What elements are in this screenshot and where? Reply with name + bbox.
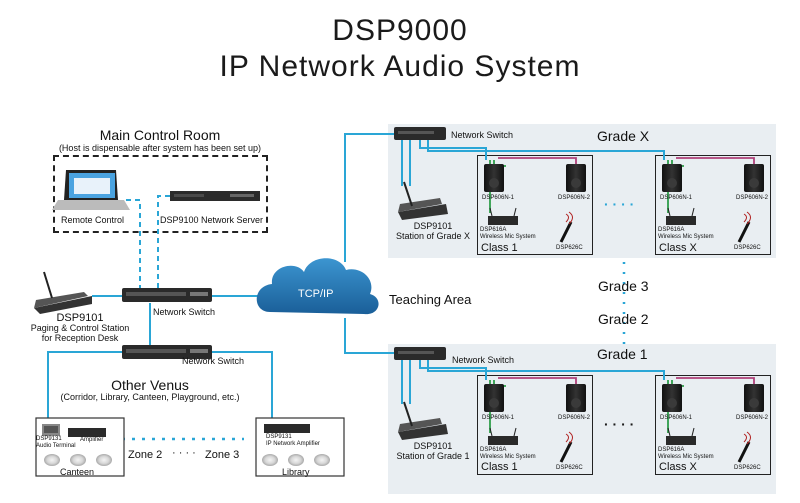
- grade-x-title: Grade X: [597, 128, 650, 144]
- speaker-label: DSP606N-2: [736, 415, 769, 421]
- server-icon: [170, 191, 260, 201]
- grade-1-station-name: Station of Grade 1: [396, 451, 470, 461]
- mic-system-label: DSP616A Wireless Mic System: [658, 447, 714, 460]
- title-line-2: IP Network Audio System: [219, 50, 581, 83]
- speaker-label: DSP606N-1: [660, 195, 693, 201]
- main-control-room-box: [53, 155, 268, 233]
- remote-control-label: Remote Control: [61, 215, 125, 225]
- handheld-label: DSP626C: [556, 245, 583, 251]
- audio-terminal-label: DSP9131 Audio Terminal: [36, 436, 76, 449]
- teaching-area-label: Teaching Area: [389, 292, 472, 307]
- zone-3-label: Zone 3: [205, 449, 240, 461]
- speaker-icon: [484, 164, 504, 192]
- receiver-icon: [488, 427, 518, 445]
- grade-x-station-name: Station of Grade X: [395, 231, 471, 241]
- ceiling-speakers: [44, 454, 330, 466]
- mic-icon: [559, 211, 573, 243]
- switch-icon-grade-1: [394, 347, 446, 360]
- ip-amplifier-icon: [264, 424, 310, 433]
- speaker-icon: [744, 384, 764, 412]
- grade-2-label: Grade 2: [598, 311, 649, 327]
- paging-station-grade-1: [398, 401, 448, 440]
- receiver-icon: [666, 207, 696, 225]
- class-ellipsis: · · · ·: [604, 196, 635, 212]
- class-label: Class 1: [481, 242, 518, 254]
- ip-amplifier-label: DSP9131 IP Network Amplifier: [266, 434, 320, 447]
- grade-x-station-model: DSP9101: [413, 221, 453, 231]
- main-control-room-title: Main Control Room: [99, 127, 221, 143]
- laptop-icon: [52, 170, 130, 210]
- network-switch-label: Network Switch: [182, 356, 245, 366]
- mic-icon: [737, 211, 751, 243]
- speaker-label: DSP606N-2: [736, 195, 769, 201]
- class-ellipsis: · · · ·: [604, 416, 635, 432]
- network-switch-label: Network Switch: [452, 355, 515, 365]
- speaker-icon: [744, 164, 764, 192]
- zone-2-label: Zone 2: [128, 449, 163, 461]
- audio-terminal-icon: [42, 424, 60, 436]
- speaker-icon: [662, 164, 682, 192]
- mic-system-label: DSP616A Wireless Mic System: [480, 227, 536, 240]
- title-line-1: DSP9000: [332, 14, 468, 47]
- speaker-icon: [566, 164, 586, 192]
- network-switch-label: Network Switch: [451, 130, 514, 140]
- speaker-label: DSP606N-2: [558, 415, 591, 421]
- server-label: DSP9100 Network Server: [160, 215, 264, 225]
- speaker-icon: [566, 384, 586, 412]
- amplifier-icon: [68, 428, 106, 437]
- mic-system-label: DSP616A Wireless Mic System: [658, 227, 714, 240]
- reception-line-3: for Reception Desk: [41, 333, 119, 343]
- network-links: [47, 133, 665, 425]
- library-label: Library: [282, 467, 310, 477]
- tcp-ip-cloud: [256, 258, 379, 315]
- speaker-label: DSP606N-1: [482, 195, 515, 201]
- grade-3-label: Grade 3: [598, 278, 649, 294]
- speaker-icon: [662, 384, 682, 412]
- tcp-ip-label: TCP/IP: [298, 288, 334, 300]
- zone-dots: · · · ·: [172, 447, 196, 459]
- other-venues-subtitle: (Corridor, Library, Canteen, Playground,…: [60, 392, 240, 402]
- reception-line-2: Paging & Control Station: [30, 323, 130, 333]
- network-switch-label: Network Switch: [153, 307, 216, 317]
- grade-1-station-model: DSP9101: [413, 441, 453, 451]
- speaker-label: DSP606N-2: [558, 195, 591, 201]
- main-control-room-note: (Host is dispensable after system has be…: [58, 143, 262, 153]
- other-venues-title: Other Venus: [111, 377, 189, 393]
- speaker-label: DSP606N-1: [482, 415, 515, 421]
- paging-station-grade-x: [398, 181, 448, 220]
- switch-icon-lower: [122, 345, 212, 359]
- handheld-label: DSP626C: [734, 245, 761, 251]
- grade-1-title: Grade 1: [597, 346, 648, 362]
- paging-station-reception: [34, 271, 92, 314]
- class-label: Class X: [659, 242, 697, 254]
- speaker-label: DSP606N-1: [660, 415, 693, 421]
- receiver-icon: [666, 427, 696, 445]
- mic-icon: [737, 431, 751, 463]
- mic-system-label: DSP616A Wireless Mic System: [480, 447, 536, 460]
- receiver-icon: [488, 207, 518, 225]
- class-label: Class 1: [481, 461, 518, 473]
- speaker-icon: [484, 384, 504, 412]
- handheld-label: DSP626C: [556, 465, 583, 471]
- reception-model: DSP9101: [56, 312, 104, 324]
- switch-icon-upper: [122, 288, 212, 302]
- switch-icon-grade-x: [394, 127, 446, 140]
- canteen-label: Canteen: [60, 467, 95, 477]
- handheld-label: DSP626C: [734, 465, 761, 471]
- class-label: Class X: [659, 461, 697, 473]
- mic-icon: [559, 431, 573, 463]
- amplifier-label: Amplifier: [80, 437, 104, 443]
